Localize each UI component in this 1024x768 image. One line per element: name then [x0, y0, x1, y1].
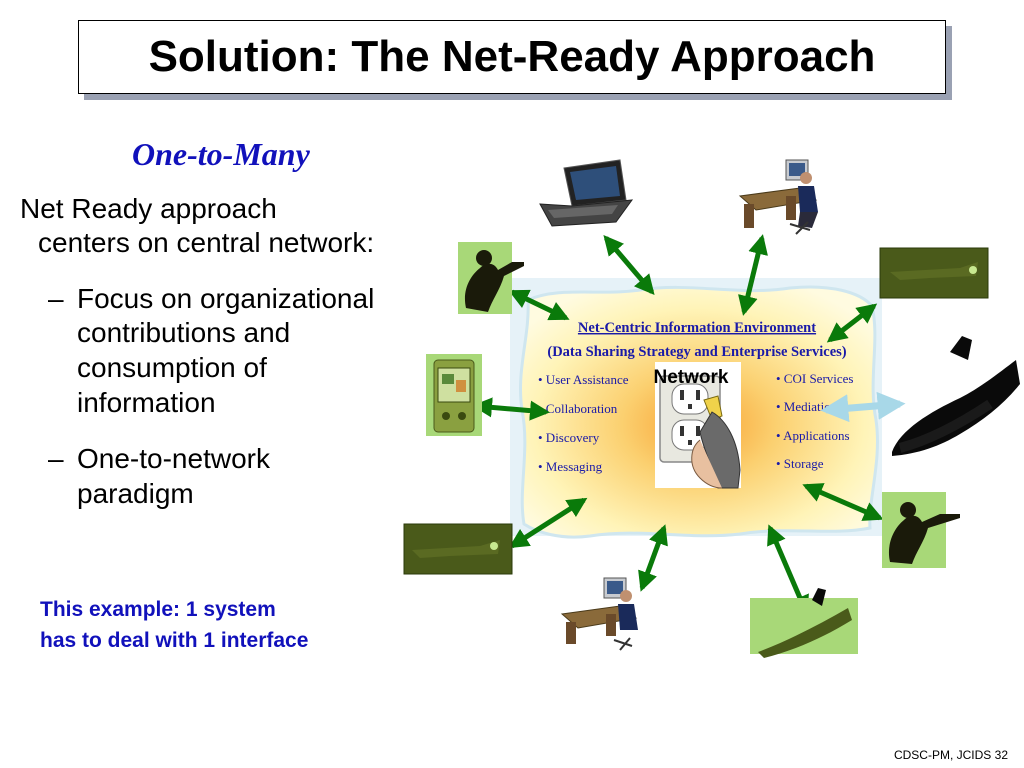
soldier-icon [458, 242, 524, 314]
laptop-icon [539, 159, 634, 227]
dash-marker-2: – [48, 443, 64, 474]
title-box: Solution: The Net-Ready Approach [78, 20, 946, 94]
desk-workstation-icon [738, 159, 818, 235]
environment-header-1: Net-Centric Information Environment [578, 320, 816, 336]
arrow-aircraft-left [508, 497, 588, 549]
slide-title: Solution: The Net-Ready Approach [148, 32, 876, 81]
service-left-2: • Collaboration [538, 401, 618, 416]
sub-bullet-1-line-4: information [77, 387, 216, 418]
service-right-1: • COI Services [776, 371, 853, 386]
service-right-4: • Storage [776, 456, 824, 471]
example-note-line-2: has to deal with 1 interface [40, 629, 309, 652]
example-note-line-1: This example: 1 system [40, 598, 276, 621]
arrow-workstation-bottom [638, 524, 668, 592]
submarine-icon [892, 336, 1020, 456]
service-right-3: • Applications [776, 428, 850, 443]
slide-footer: CDSC-PM, JCIDS 32 [893, 748, 1008, 762]
power-plug-icon [691, 395, 741, 489]
sub-bullet-1-line-3: consumption of [77, 352, 267, 383]
arrow-submarine-right [820, 391, 906, 423]
desk-workstation-icon-2 [560, 577, 638, 651]
arrow-pda [472, 397, 550, 421]
arrow-laptop [603, 234, 655, 296]
main-bullet-line-2: centers on central network: [38, 227, 375, 258]
environment-header-2: (Data Sharing Strategy and Enterprise Se… [547, 344, 846, 360]
arrow-aircraft-top [826, 303, 878, 343]
dash-marker-1: – [48, 283, 64, 314]
sub-bullet-2-line-1: One-to-network [77, 443, 270, 474]
service-left-4: • Messaging [538, 459, 603, 474]
soldier-icon-2 [882, 492, 960, 568]
arrow-soldier-left [508, 289, 570, 321]
arrow-soldier-right [802, 483, 884, 521]
submarine-icon-2 [750, 588, 858, 658]
main-bullet-line-1: Net Ready approach [20, 193, 277, 224]
network-label: Network [654, 367, 729, 388]
connection-arrows [472, 234, 884, 616]
pda-icon [426, 354, 482, 436]
sub-bullet-1-line-2: contributions and [77, 317, 291, 348]
service-left-3: • Discovery [538, 430, 600, 445]
sub-bullet-2-line-2: paradigm [77, 478, 194, 509]
slide-subtitle: One-to-Many [132, 136, 310, 172]
sub-bullet-1-line-1: Focus on organizational [77, 283, 375, 314]
arrow-workstation-top [738, 234, 768, 316]
example-note: This example: 1 system has to deal with … [40, 594, 308, 656]
aircraft-icon-2 [403, 523, 513, 575]
aircraft-icon [879, 247, 989, 299]
service-left-1: • User Assistance [538, 372, 629, 387]
